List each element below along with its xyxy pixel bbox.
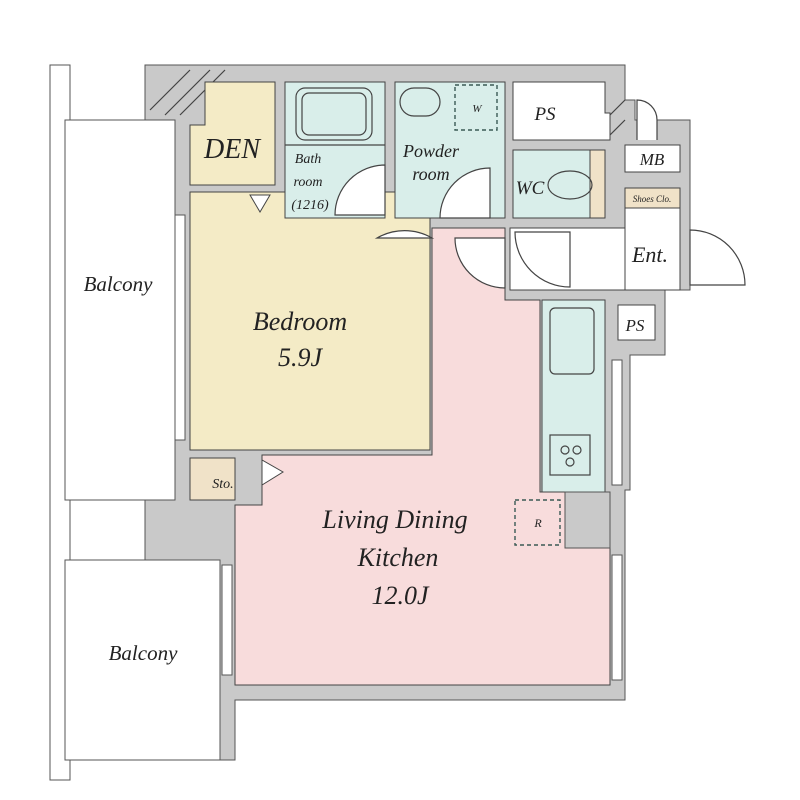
bedroom-size: 5.9J <box>278 343 324 372</box>
wc-shelf <box>589 149 606 219</box>
bathtub-icon <box>295 87 373 141</box>
shoes-label: Shoes Clo. <box>633 194 672 204</box>
balcony-lower <box>64 559 221 761</box>
ldk-label-2: Kitchen <box>357 543 439 572</box>
ps-top-label: PS <box>533 104 556 125</box>
toilet-icon <box>547 170 593 200</box>
mb-label: MB <box>639 150 665 169</box>
den-label: DEN <box>203 134 261 165</box>
bedroom-label: Bedroom <box>253 307 347 336</box>
column <box>564 491 611 549</box>
ldk-window-right <box>611 554 623 681</box>
bedroom-window <box>174 214 186 441</box>
ldk-size: 12.0J <box>371 581 430 610</box>
powder-label-1: Powder <box>402 141 460 161</box>
balcony-upper <box>64 119 176 501</box>
balcony-upper-label: Balcony <box>84 272 153 296</box>
pipe-space-top <box>512 81 611 141</box>
kitchen-sink-icon <box>549 307 595 375</box>
kitchen-window <box>611 359 623 486</box>
pipe-space-small <box>617 304 656 341</box>
bedroom-door <box>374 230 435 239</box>
bathtub-inner <box>301 92 367 136</box>
powder-door <box>439 167 491 219</box>
wc-label: WC <box>516 178 545 199</box>
fridge-label: R <box>533 516 542 530</box>
burner-icon <box>560 445 570 455</box>
bath-label-1: Bath <box>295 152 321 167</box>
balcony-lower-label: Balcony <box>109 641 178 665</box>
ps-small-label: PS <box>625 316 645 335</box>
storage-label: Sto. <box>212 477 233 492</box>
storage-area <box>189 457 236 501</box>
ldk-label-1: Living Dining <box>321 505 467 534</box>
meter-box <box>624 144 681 173</box>
hall-door <box>514 231 571 288</box>
mb-door <box>636 99 658 140</box>
entrance-label: Ent. <box>631 242 668 267</box>
closet-door-marker <box>249 194 271 213</box>
burner-icon <box>565 457 575 467</box>
sink-icon <box>399 87 441 117</box>
washer-space <box>454 84 498 131</box>
bath-label-2: room <box>293 175 322 190</box>
burner-icon <box>572 445 582 455</box>
stove-icon <box>549 434 591 476</box>
bath-label-3: (1216) <box>291 198 329 213</box>
storage-door-marker <box>261 459 284 486</box>
ldk-door <box>454 237 506 289</box>
fridge-space <box>514 499 561 546</box>
entrance-area <box>624 207 681 291</box>
ldk-window-left <box>221 564 233 676</box>
entrance-door[interactable] <box>689 229 746 286</box>
washer-label: W <box>472 103 482 115</box>
powder-label-2: room <box>412 164 449 184</box>
den-area <box>189 81 276 186</box>
bath-door <box>334 164 386 216</box>
